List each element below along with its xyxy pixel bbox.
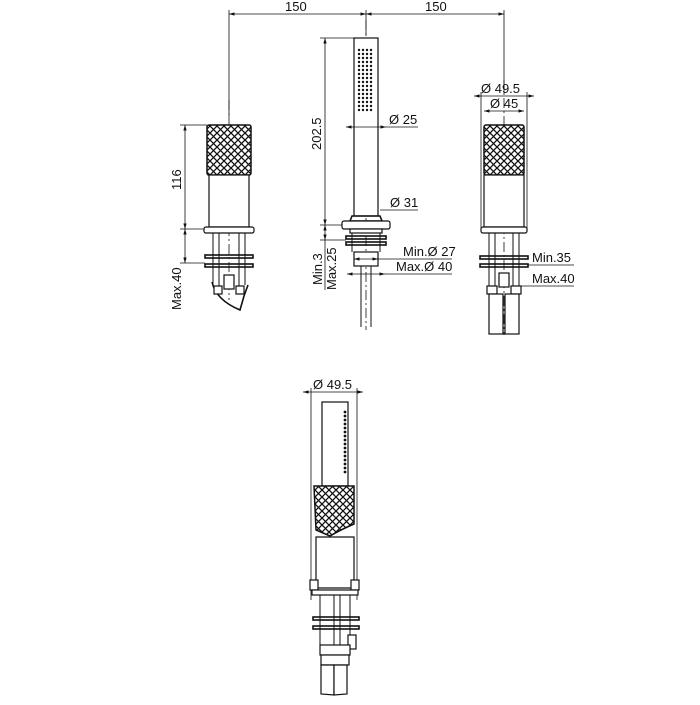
left-max-label: Max.40 — [169, 267, 184, 310]
spacing-dimension: 150 150 — [228, 0, 505, 118]
side-view-diameter-label: Ø 49.5 — [313, 377, 352, 392]
right-valve-view: Ø 49.5 Ø 45 Min.35 Max.40 — [474, 80, 575, 335]
left-valve-view: 116 Max.40 — [169, 100, 255, 312]
spacing-right-label: 150 — [425, 0, 447, 14]
right-knob-diameter-label: Ø 45 — [490, 96, 518, 111]
right-outer-diameter-label: Ø 49.5 — [481, 81, 520, 96]
shower-height-label: 202.5 — [309, 117, 324, 150]
shower-min-thickness-label: Min.3 — [310, 253, 325, 285]
left-height-label: 116 — [169, 169, 184, 190]
shower-diameter-label: Ø 25 — [389, 112, 417, 127]
shower-min-hole-label: Min.Ø 27 — [403, 244, 456, 259]
shower-base-diameter-label: Ø 31 — [390, 195, 418, 210]
right-max-label: Max.40 — [532, 271, 575, 286]
shower-max-hole-label: Max.Ø 40 — [396, 259, 452, 274]
shower-max-thickness-label: Max.25 — [324, 247, 339, 290]
spacing-left-label: 150 — [285, 0, 307, 14]
right-min-label: Min.35 — [532, 250, 571, 265]
side-view: Ø 49.5 — [303, 377, 363, 696]
hand-shower-view: 202.5 Ø 25 Ø 31 Min.3 Max.25 Min.Ø 27 Ma… — [309, 20, 456, 330]
spray-nozzles-icon — [357, 48, 373, 112]
